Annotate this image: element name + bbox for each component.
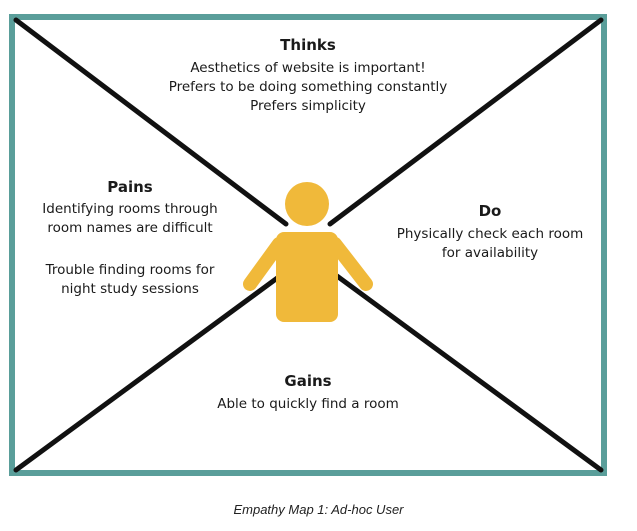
diagonal-bottom-left (13, 273, 283, 473)
person-body (276, 232, 338, 322)
diagonal-top-right (327, 17, 604, 227)
person-head (285, 182, 329, 226)
thinks-title: Thinks (280, 36, 336, 54)
person-left-arm (243, 237, 286, 291)
thinks-line: Prefers to be doing something constantly (169, 79, 448, 95)
gains-line: Able to quickly find a room (217, 396, 399, 412)
quadrant-do: Do Physically check each room for availa… (397, 202, 584, 261)
person-right-arm (328, 237, 373, 291)
pains-line: night study sessions (61, 281, 199, 297)
pains-line: room names are difficult (47, 220, 212, 236)
pains-line: Trouble finding rooms for (45, 262, 215, 278)
diagonal-top-left (13, 17, 289, 227)
thinks-line: Aesthetics of website is important! (190, 60, 425, 76)
quadrant-pains: Pains Identifying rooms through room nam… (42, 178, 217, 297)
do-title: Do (479, 202, 502, 220)
figure-caption: Empathy Map 1: Ad-hoc User (233, 502, 404, 517)
empathy-map: Thinks Aesthetics of website is importan… (9, 14, 607, 476)
pains-line: Identifying rooms through (42, 201, 217, 217)
person-icon (243, 182, 373, 322)
do-line: Physically check each room (397, 226, 584, 242)
thinks-line: Prefers simplicity (250, 98, 366, 114)
diagonal-bottom-right (334, 273, 604, 473)
pains-title: Pains (107, 178, 153, 196)
do-line: for availability (442, 245, 538, 261)
gains-title: Gains (284, 372, 331, 390)
quadrant-gains: Gains Able to quickly find a room (217, 372, 399, 412)
quadrant-thinks: Thinks Aesthetics of website is importan… (169, 36, 448, 114)
